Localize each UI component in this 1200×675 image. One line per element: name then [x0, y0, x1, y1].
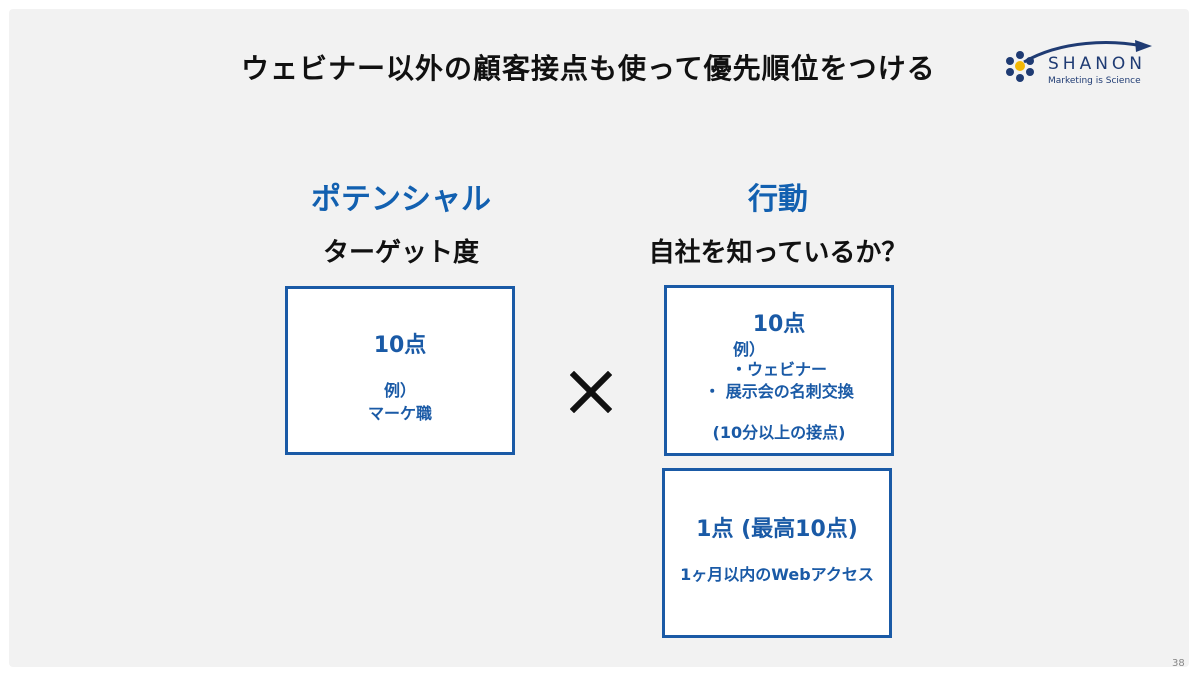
brand-awareness-subheading: 自社を知っているか？: [648, 238, 908, 268]
shanon-logo: SHANON Marketing is Science: [1002, 38, 1160, 92]
slide-title: ウェビナー以外の顧客接点も使って優先順位をつける: [241, 52, 936, 85]
potential-score-box: 10点 例） マーケ職: [285, 286, 515, 455]
action-example-exhibition: ・ 展示会の名刺交換: [704, 382, 854, 401]
slide-canvas: [9, 9, 1189, 667]
logo-name: SHANON: [1048, 54, 1147, 74]
logo-mark-icon: [1006, 40, 1152, 82]
multiply-icon: [569, 370, 613, 414]
action-heading: 行動: [748, 182, 808, 217]
action-example-webinar: ・ウェビナー: [730, 360, 827, 379]
action-example-label: 例）: [732, 340, 765, 359]
potential-example: マーケ職: [367, 404, 432, 423]
potential-heading: ポテンシャル: [311, 182, 491, 217]
target-degree-subheading: ターゲット度: [322, 238, 479, 268]
web-access-score-box: 1点 (最高10点) 1ヶ月以内のWebアクセス: [662, 468, 892, 638]
potential-score: 10点: [373, 333, 427, 358]
action-note: (10分以上の接点): [712, 423, 846, 442]
logo-tagline: Marketing is Science: [1048, 76, 1141, 86]
web-access-score: 1点 (最高10点): [696, 517, 858, 542]
web-access-text: 1ヶ月以内のWebアクセス: [680, 565, 874, 584]
potential-example-label: 例）: [383, 381, 416, 400]
page-number: 38: [1172, 658, 1185, 669]
action-score-box: 10点 例） ・ウェビナー ・ 展示会の名刺交換 (10分以上の接点): [664, 285, 894, 456]
action-score: 10点: [752, 312, 806, 337]
